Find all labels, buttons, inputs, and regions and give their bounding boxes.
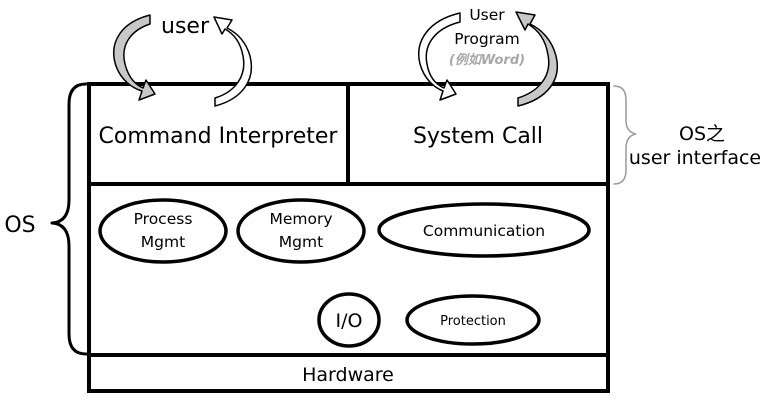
program-arrow-left-icon [418, 12, 461, 101]
os-brace-icon [50, 82, 88, 356]
user-label: user [161, 14, 210, 39]
process-mgmt-oval [98, 198, 228, 264]
memory-mgmt-label-line2: Mgmt [279, 233, 323, 251]
hardware-label: Hardware [302, 364, 394, 386]
user-program-note: (例如Word) [449, 52, 525, 68]
memory-mgmt-oval [236, 198, 366, 264]
communication-label: Communication [423, 222, 545, 240]
process-mgmt-label-line1: Process [134, 210, 193, 228]
os-label: OS [4, 213, 35, 238]
system-call-label: System Call [413, 124, 543, 149]
process-mgmt-label-line2: Mgmt [141, 233, 185, 251]
os-interface-label-line1: OS之 [679, 123, 725, 145]
io-oval [317, 292, 381, 348]
user-program-label-line1: User [469, 6, 505, 24]
user-interaction-arrows [113, 14, 253, 107]
interface-brace-icon [613, 85, 637, 185]
program-arrow-right-icon [515, 11, 558, 107]
command-interpreter-label: Command Interpreter [99, 124, 339, 149]
io-label: I/O [336, 310, 363, 332]
protection-oval [405, 294, 541, 346]
user-arrow-left-icon [113, 14, 156, 101]
hardware-box [87, 353, 610, 393]
user-arrow-right-icon [213, 16, 253, 107]
communication-oval [377, 202, 591, 258]
program-interaction-arrows [418, 11, 558, 107]
os-interface-label-line2: user interface [629, 147, 761, 169]
protection-label: Protection [440, 314, 506, 329]
memory-mgmt-label-line1: Memory [269, 210, 332, 228]
user-program-label-line2: Program [454, 30, 519, 48]
